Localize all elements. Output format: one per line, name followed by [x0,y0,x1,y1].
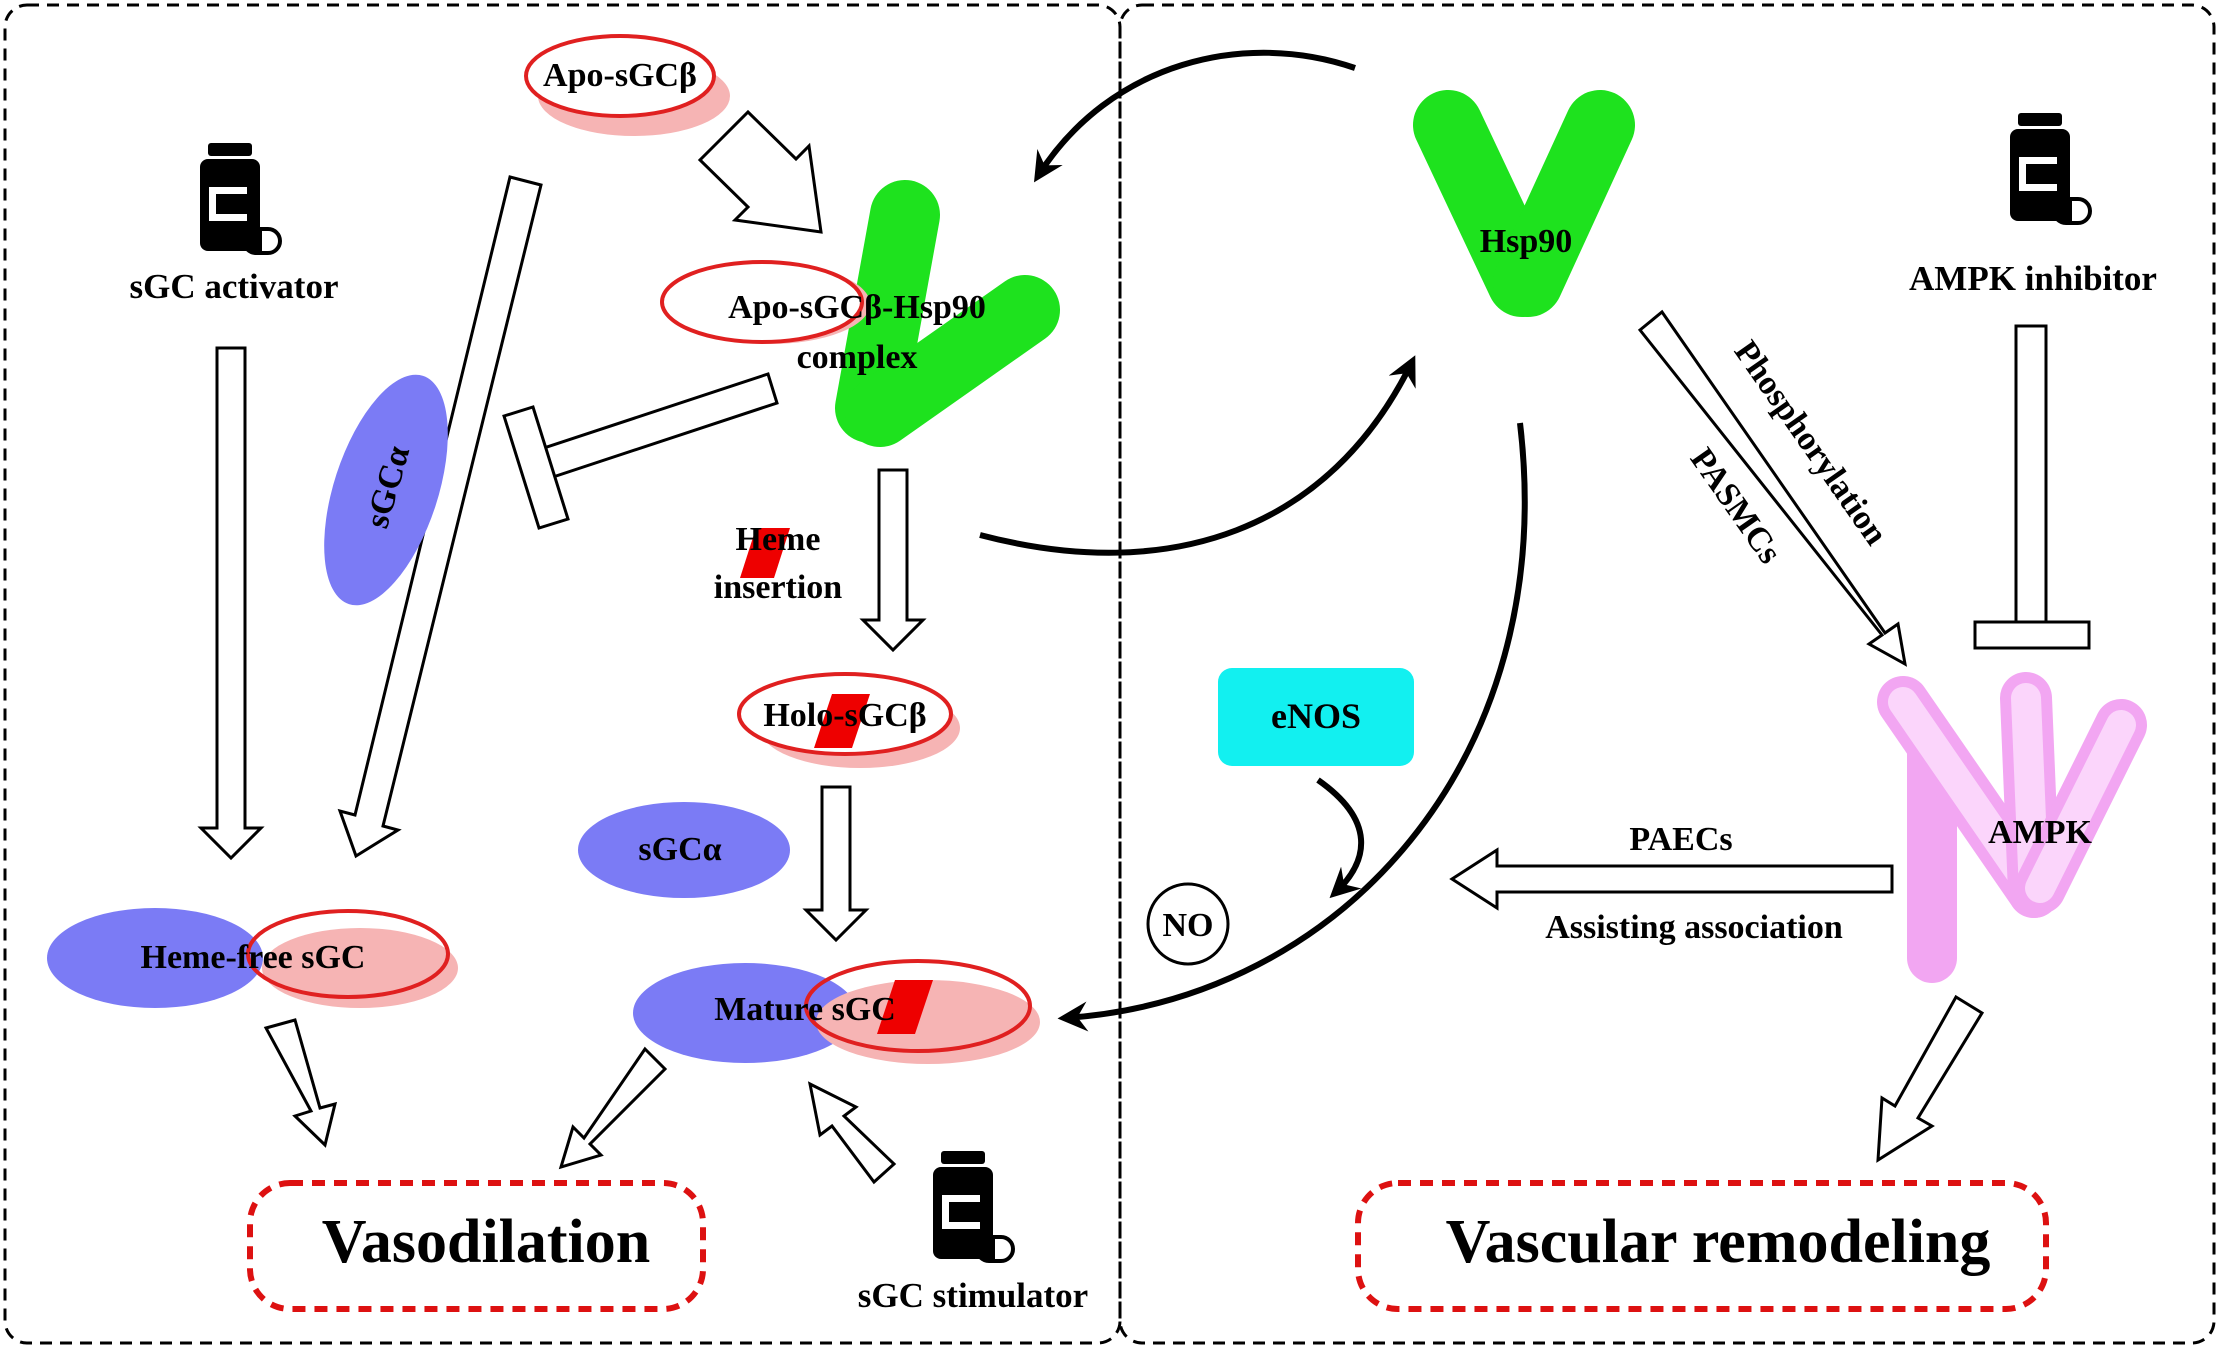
vascular-remodeling-outcome: Vascular remodeling [1355,1180,2049,1312]
vasodilation-label: Vasodilation [322,1208,651,1276]
sgc-activator-drug-icon [198,141,282,255]
hsp90-v-shape: Hsp90 [1413,90,1635,317]
arrow-apo-to-complex [697,109,823,234]
heme-free-sgc-node: Heme-free sGC [47,908,458,1008]
curve-hsp90-to-complex [1033,49,1356,183]
arrow-mature-to-vasodilation [558,1046,668,1170]
mature-sgc-node: Mature sGC [633,959,1040,1064]
hsp90-label: Hsp90 [1480,223,1573,260]
complex-label-line2: complex [797,339,918,376]
holo-heme-shape [814,694,870,748]
assisting-association-label: Assisting association [1545,909,1843,946]
mature-heme-shape [877,980,933,1034]
apo-sgcb-label: Apo-sGCβ [543,57,697,94]
heme-free-sgc-label: Heme-free sGC [141,939,366,976]
arrow-apo-to-heme-free [337,175,543,859]
sgc-stimulator-label: sGC stimulator [858,1276,1088,1315]
sgca-center-label: sGCα [638,831,721,868]
no-label: NO [1163,907,1214,944]
enos-node: eNOS [1218,668,1414,766]
arrow-complex-to-holo [859,468,927,653]
ampk-inhibitor-label: AMPK inhibitor [1909,259,2157,298]
arrow-ampk-to-no [1449,847,1894,911]
no-node: NO [1146,882,1230,966]
arrow-holo-to-mature [802,785,870,943]
ampk-y-shape: AMPK [1877,672,2147,983]
arrow-stimulator-to-mature [807,1081,897,1185]
sgc-activator-label: sGC activator [130,267,339,306]
sgca-center-node: sGCα [578,802,790,898]
arrow-activator-to-heme-free [197,346,265,861]
apo-sgcb-node: Apo-sGCβ [524,34,730,136]
inhibition-inhibitor-to-ampk [1973,324,2091,650]
holo-sgcb-node: Holo-sGCβ [737,672,960,768]
complex-label-line1: Apo-sGCβ-Hsp90 [728,289,986,326]
ampk-inhibitor-drug-icon [2008,111,2092,225]
sgca-left-node: sGCα [324,374,448,606]
inhibition-complex-to-sgca [502,372,779,530]
enos-label: eNOS [1271,696,1361,736]
left-panel-frame [3,3,1122,1345]
heme-insertion-label-line2: insertion [714,569,843,606]
mature-sgc-label: Mature sGC [714,991,896,1028]
ampk-label: AMPK [1988,814,2092,851]
hsp90-complex-v-shape [835,180,1060,447]
curve-heme-insertion-to-hsp90 [979,355,1416,556]
heme-insertion-shape [740,528,790,578]
arrow-heme-free-to-vasodilation [263,1018,338,1148]
pasmcs-label: PASMCs [1683,441,1789,570]
right-panel-frame [1118,3,2216,1345]
arrow-ampk-to-remodeling [1876,994,1985,1163]
sgc-stimulator-drug-icon [931,1149,1015,1263]
arrow-hsp90-to-ampk [1637,309,1908,667]
vasodilation-outcome: Vasodilation [247,1180,706,1312]
vascular-remodeling-label: Vascular remodeling [1446,1208,1991,1276]
curve-hsp90-to-mature-sgc [1057,422,1528,1032]
holo-sgcb-label: Holo-sGCβ [763,697,926,734]
complex-sgcb-node [660,260,870,344]
paecs-label: PAECs [1629,821,1732,858]
curve-enos-to-no [1316,777,1365,899]
heme-insertion-label-line1: Heme [736,521,821,558]
